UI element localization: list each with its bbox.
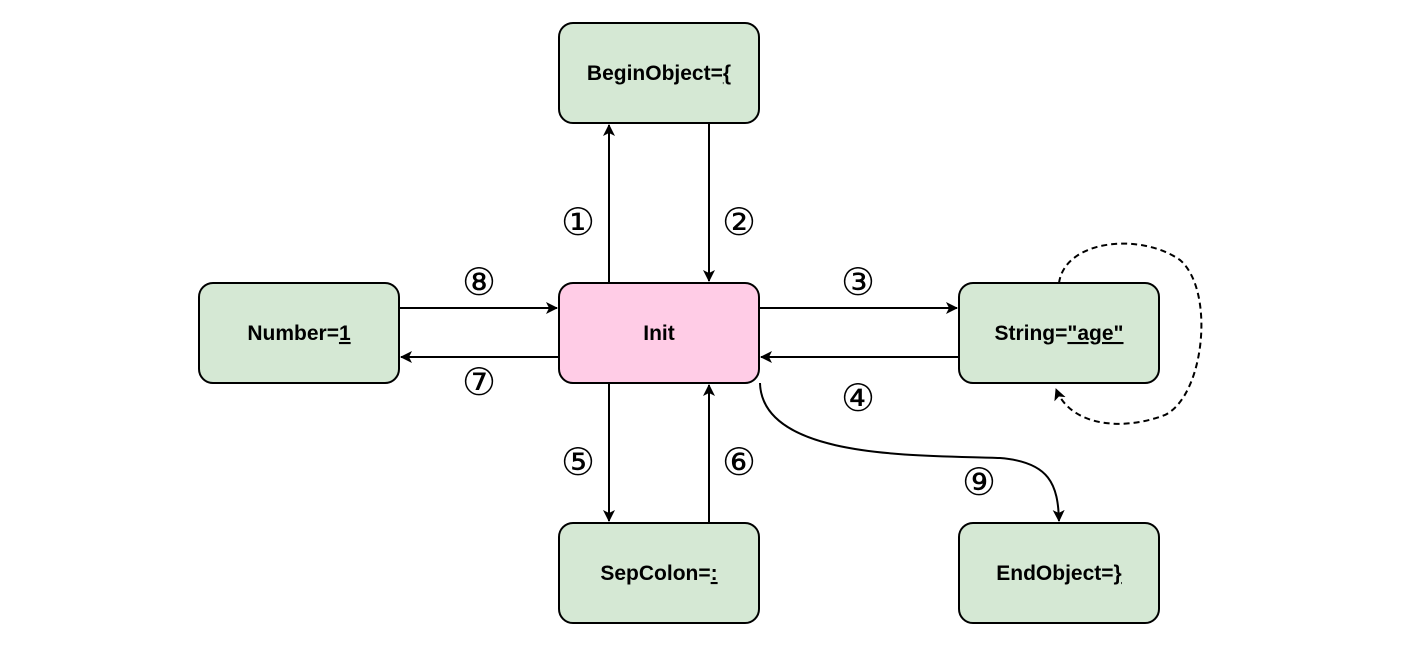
end-object-value: }: [1114, 562, 1122, 585]
step-label-2: ②: [722, 200, 756, 244]
end-object-label: EndObject=: [996, 562, 1113, 585]
step-label-9: ⑨: [962, 460, 996, 504]
node-sep-colon: SepColon=:: [558, 522, 760, 624]
step-label-5: ⑤: [561, 440, 595, 484]
node-end-object: EndObject=}: [958, 522, 1160, 624]
step-label-4: ④: [841, 376, 875, 420]
svg-text:SepColon=:: SepColon=:: [600, 562, 717, 585]
edges: [399, 123, 1203, 523]
string-label: String=: [994, 322, 1067, 345]
begin-object-value: {: [723, 62, 731, 85]
svg-text:Init: Init: [643, 322, 675, 345]
string-value: "age": [1067, 322, 1123, 345]
edge-init-to-end-object: [759, 382, 1065, 522]
step-label-8: ⑧: [462, 260, 496, 304]
step-label-1: ①: [561, 200, 595, 244]
step-labels: ① ② ③ ④ ⑤ ⑥ ⑦ ⑧ ⑨: [462, 200, 996, 504]
step-label-3: ③: [841, 260, 875, 304]
number-value: 1: [339, 322, 351, 345]
step-label-6: ⑥: [722, 440, 756, 484]
node-number: Number=1: [198, 282, 400, 384]
sep-colon-value: :: [711, 562, 718, 585]
init-label: Init: [643, 322, 675, 345]
sep-colon-label: SepColon=: [600, 562, 710, 585]
svg-text:Number=1: Number=1: [247, 322, 351, 345]
node-begin-object: BeginObject={: [558, 22, 760, 124]
begin-object-label: BeginObject=: [587, 62, 723, 85]
number-label: Number=: [247, 322, 339, 345]
node-init: Init: [558, 282, 760, 384]
svg-text:BeginObject={: BeginObject={: [587, 62, 731, 85]
node-string: String="age": [958, 282, 1160, 384]
svg-text:EndObject=}: EndObject=}: [996, 562, 1121, 585]
edge-string-self-loop: [1054, 242, 1203, 425]
step-label-7: ⑦: [462, 360, 496, 404]
svg-text:String="age": String="age": [994, 322, 1123, 345]
